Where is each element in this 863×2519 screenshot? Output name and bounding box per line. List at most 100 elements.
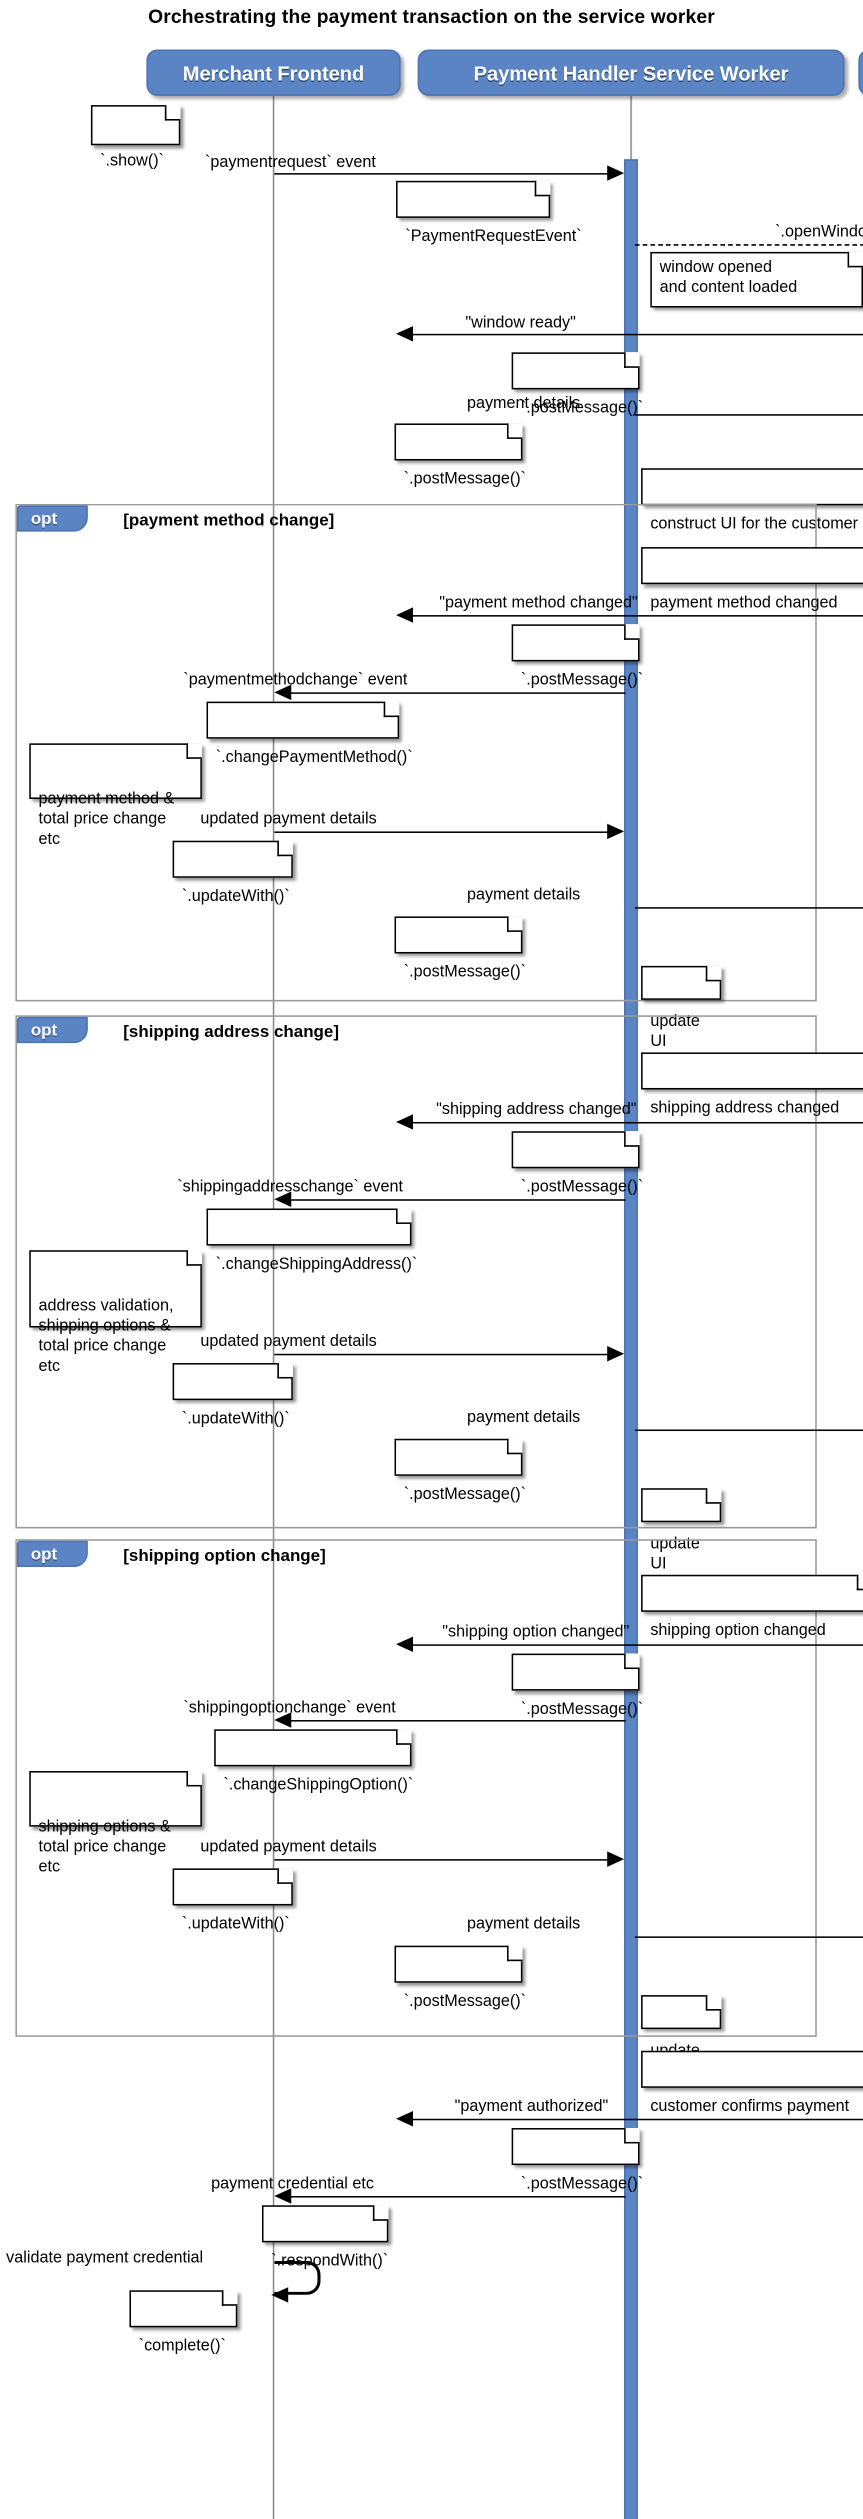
note-text: customer confirms payment <box>650 2097 850 2116</box>
message-label-payment-details-2: payment details <box>466 885 581 905</box>
actor-label: Payment Handler Service Worker <box>473 61 789 85</box>
note-text: `.postMessage()` <box>403 1485 527 1504</box>
actor-header-service-worker[interactable]: Payment Handler Service Worker <box>417 49 845 96</box>
note-text: construct UI for the customer <box>650 514 859 534</box>
message-line-shippingaddresschange <box>289 1199 626 1201</box>
note-post-message-2: `.postMessage()` <box>394 423 526 488</box>
note-fold-icon <box>383 701 400 718</box>
arrowhead-validate-credential <box>271 2287 289 2303</box>
note-fold-icon <box>705 965 722 982</box>
message-line-payment-details-3 <box>634 1429 863 1432</box>
note-fold-icon <box>624 1653 640 1670</box>
message-label-updated-payment-details-1: updated payment details <box>200 809 377 829</box>
message-label-payment-method-changed: "payment method changed" <box>439 593 638 612</box>
self-message-validate-credential <box>274 2260 321 2295</box>
note-text: update UI <box>650 1534 700 1574</box>
message-line-payment-details-2 <box>634 907 863 909</box>
note-respond-with: `.respondWith()` <box>261 2205 389 2270</box>
note-fold-icon <box>624 352 640 368</box>
message-label-payment-details-4: payment details <box>466 1914 581 1934</box>
message-line-payment-details-4 <box>634 1936 863 1938</box>
actor-header-merchant[interactable]: Merchant Frontend <box>146 49 401 96</box>
message-line-paymentrequest <box>274 173 614 175</box>
message-label-payment-details-1: payment details <box>466 394 581 413</box>
note-text: `PaymentRequestEvent` <box>405 227 582 246</box>
fragment-opt-shipping-option <box>15 1539 817 2037</box>
note-fold-icon <box>186 743 202 759</box>
arrowhead-updated-payment-details-1 <box>607 823 625 840</box>
message-line-window-ready <box>411 333 863 336</box>
note-text: `.show()` <box>100 151 165 170</box>
note-fold-icon <box>186 1250 202 1266</box>
message-label-paymentrequest: `paymentrequest` event <box>204 152 376 172</box>
note-text: `complete()` <box>138 2336 226 2356</box>
note-fold-icon <box>507 916 523 932</box>
note-fold-icon <box>277 1868 293 1884</box>
note-update-ui-3: update UI <box>641 1995 722 2080</box>
note-payment-request-event: `PaymentRequestEvent` <box>396 180 582 246</box>
note-fold-icon <box>847 251 863 268</box>
note-post-message-4: `.postMessage()` <box>394 916 526 981</box>
message-line-updated-payment-details-3 <box>274 1859 614 1861</box>
note-fold-icon <box>221 2290 238 2306</box>
message-line-payment-credential <box>289 2196 626 2198</box>
note-fold-icon <box>164 105 181 121</box>
note-fold-icon <box>624 624 640 640</box>
activation-service-worker <box>624 159 639 2519</box>
arrowhead-shippingaddresschange <box>274 1191 292 1207</box>
lifeline-merchant <box>272 95 275 2519</box>
note-update-ui-2: update UI <box>641 1488 722 1573</box>
fragment-condition-opt-2: [shipping address change] <box>123 1023 339 1042</box>
note-change-payment-method: `.changePaymentMethod()` <box>206 701 413 767</box>
message-line-updated-payment-details-2 <box>274 1353 614 1356</box>
message-label-updated-payment-details-3: updated payment details <box>200 1837 377 1857</box>
note-address-validation: address validation, shipping options & t… <box>29 1250 202 1375</box>
actor-header-frontend[interactable]: Payment Handler Frontend <box>858 49 863 96</box>
note-fold-icon <box>507 423 523 439</box>
note-fold-icon <box>507 1945 523 1962</box>
note-text: address validation, shipping options & t… <box>38 1296 174 1376</box>
message-label-paymentmethodchange: `paymentmethodchange` event <box>183 670 408 690</box>
message-label-payment-credential: payment credential etc <box>211 2174 374 2193</box>
message-label-validate-credential: validate payment credential <box>6 2248 204 2268</box>
fragment-tag-opt-3: opt <box>16 1540 88 1568</box>
note-fold-icon <box>624 2128 640 2144</box>
note-text: `.postMessage()` <box>520 2174 644 2193</box>
message-line-payment-method-changed <box>411 615 863 617</box>
note-text: `.changePaymentMethod()` <box>215 747 413 767</box>
note-shipping-options-price-change: shipping options & total price change et… <box>29 1771 202 1876</box>
message-line-shipping-option-changed <box>411 1644 863 1646</box>
note-fold-icon <box>856 1574 863 1591</box>
note-change-shipping-address: `.changeShippingAddress()` <box>206 1208 417 1273</box>
note-window-opened: window opened and content loaded <box>650 251 863 308</box>
note-text: `.changeShippingAddress()` <box>215 1254 418 1274</box>
note-update-with-3: `.updateWith()` <box>172 1868 293 1933</box>
note-text: shipping address changed <box>650 1098 840 1118</box>
message-label-updated-payment-details-2: updated payment details <box>200 1332 377 1351</box>
note-fold-icon <box>277 1363 293 1379</box>
message-line-paymentmethodchange <box>289 692 626 694</box>
note-fold-icon <box>507 1438 523 1455</box>
note-text: `.postMessage()` <box>520 1177 644 1197</box>
note-update-ui-1: update UI <box>641 965 722 1051</box>
note-fold-icon <box>534 180 551 197</box>
arrowhead-window-ready <box>396 326 414 342</box>
note-text: `.updateWith()` <box>181 1409 290 1428</box>
arrowhead-payment-credential <box>274 2188 292 2204</box>
note-fold-icon <box>396 1729 412 1745</box>
fragment-condition-opt-3: [shipping option change] <box>123 1546 326 1566</box>
note-fold-icon <box>705 1995 722 2011</box>
note-text: payment method changed <box>650 593 838 612</box>
note-text: window opened and content loaded <box>659 258 798 297</box>
message-label-shipping-address-changed: "shipping address changed" <box>436 1100 637 1119</box>
note-text: `.postMessage()` <box>520 1699 644 1719</box>
arrowhead-shipping-address-changed <box>396 1114 414 1130</box>
message-label-open-window: `.openWindow()` <box>775 222 863 242</box>
message-line-payment-authorized <box>411 2118 863 2121</box>
arrowhead-paymentmethodchange <box>274 684 292 701</box>
note-text: `.postMessage()` <box>520 398 644 418</box>
note-text: `.postMessage()` <box>520 670 644 690</box>
message-label-shippingaddresschange: `shippingaddresschange` event <box>177 1177 404 1197</box>
note-update-with-1: `.updateWith()` <box>172 840 293 906</box>
